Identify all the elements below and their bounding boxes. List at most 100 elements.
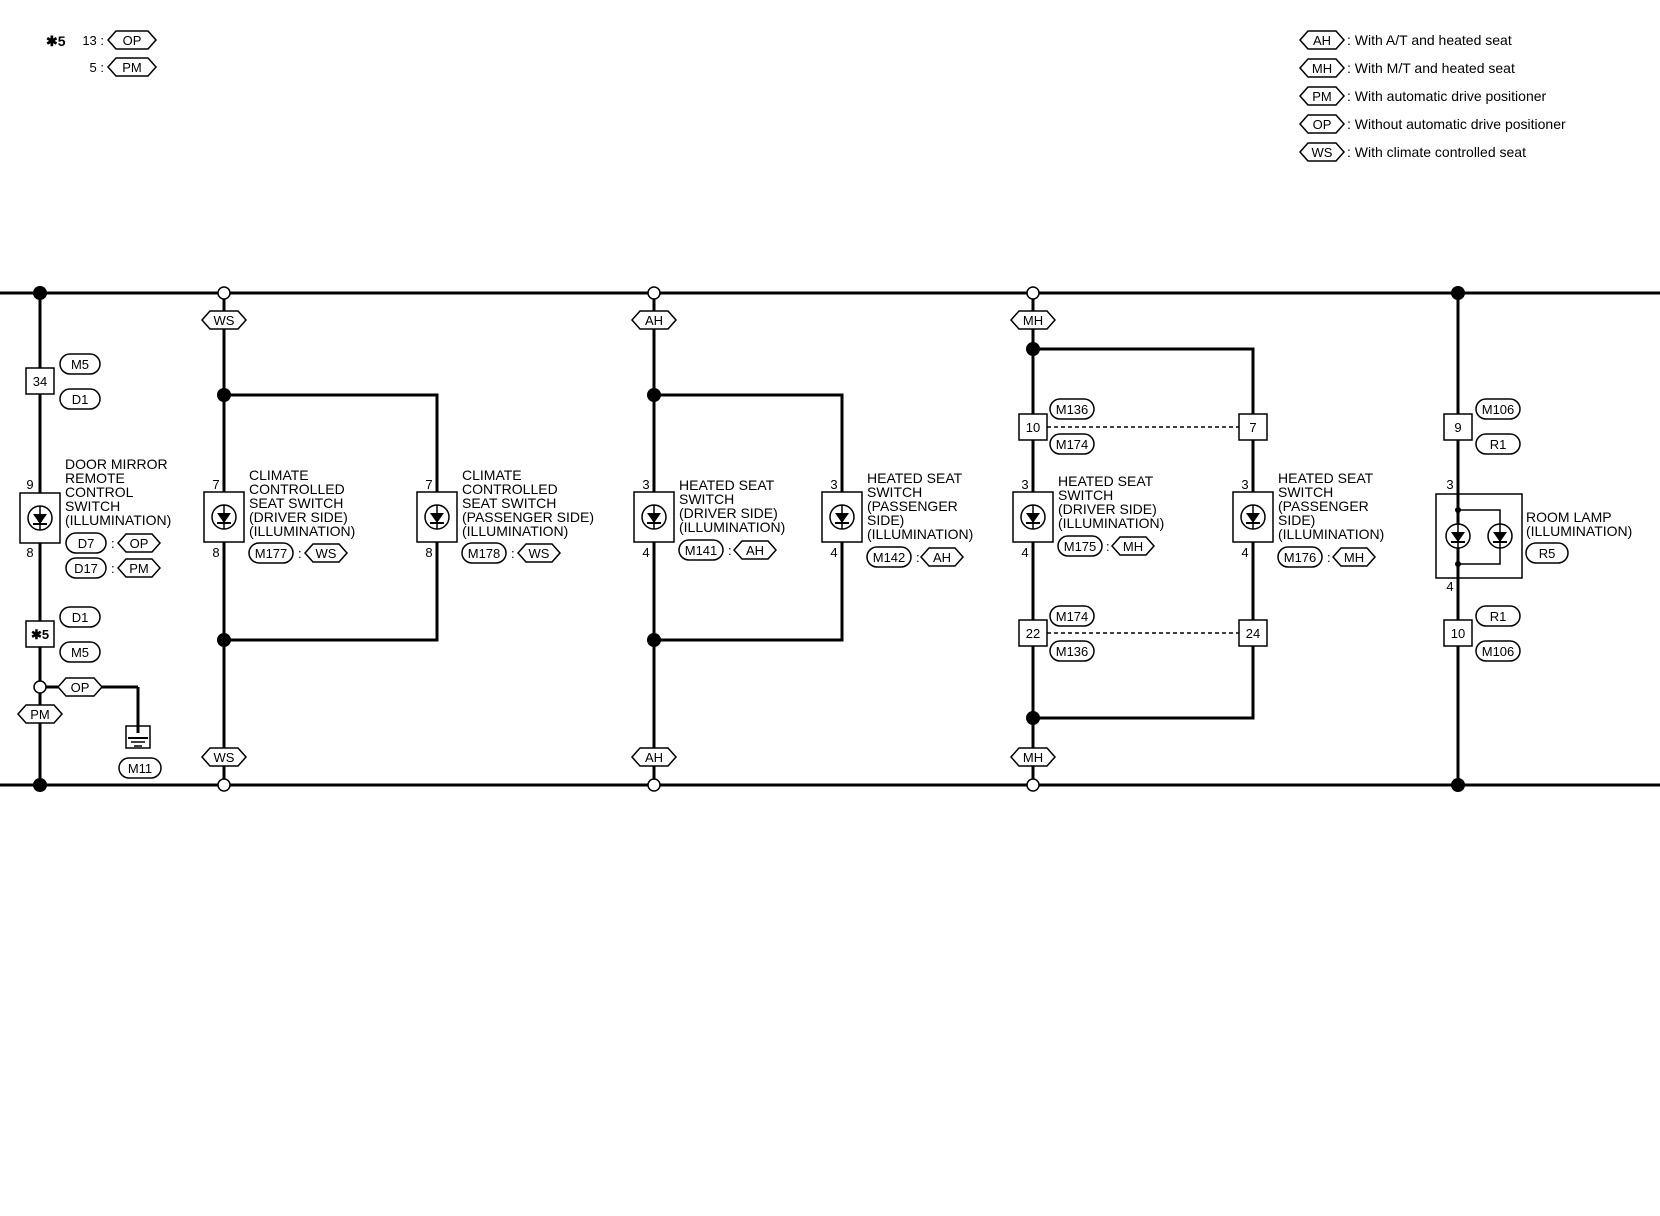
heated-seat-driver-ah-label: HEATED SEAT SWITCH (DRIVER SIDE) (ILLUMI… <box>679 477 785 535</box>
heated-seat-passenger-ah-label: HEATED SEAT SWITCH (PASSENGER SIDE) (ILL… <box>867 470 973 542</box>
option-code: AH <box>933 550 951 565</box>
svg-text:HEATED SEAT: HEATED SEAT <box>1058 473 1154 489</box>
svg-text:SIDE): SIDE) <box>867 512 904 528</box>
connector-id-oval <box>866 546 912 568</box>
svg-text:SEAT SWITCH: SEAT SWITCH <box>249 495 343 511</box>
option-hex <box>303 543 349 563</box>
svg-text:CONTROLLED: CONTROLLED <box>249 481 345 497</box>
pin-number: 3 <box>642 477 649 492</box>
option-hex <box>1331 547 1377 567</box>
svg-text:SEAT SWITCH: SEAT SWITCH <box>462 495 556 511</box>
climate-seat-switch-driver-box <box>203 491 245 543</box>
connector-box <box>1018 413 1048 441</box>
connector-id: D1 <box>72 392 89 407</box>
svg-text:DOOR MIRROR: DOOR MIRROR <box>65 456 168 472</box>
svg-text:HEATED SEAT: HEATED SEAT <box>867 470 963 486</box>
option-hex <box>1009 747 1057 767</box>
option-code: MH <box>1344 550 1364 565</box>
connector-id: M141 <box>685 543 718 558</box>
splice-open <box>647 286 661 300</box>
heated-seat-driver-mh-label: HEATED SEAT SWITCH (DRIVER SIDE) (ILLUMI… <box>1058 473 1164 531</box>
pin-number: 9 <box>26 477 33 492</box>
svg-text:: With A/T and heated seat: : With A/T and heated seat <box>1347 32 1512 48</box>
splice-open <box>217 286 231 300</box>
option-code: WS <box>214 313 235 328</box>
option-note: ✱5 13 : OP 5 : PM <box>46 30 158 77</box>
connector-id: M106 <box>1482 402 1515 417</box>
note-row-2-num: 5 : <box>90 60 104 75</box>
pin-number: 8 <box>26 545 33 560</box>
option-code: MH <box>1123 539 1143 554</box>
connector-id-oval <box>59 388 101 410</box>
connector-id: M106 <box>1482 644 1515 659</box>
connector-box <box>1238 619 1268 647</box>
option-code: OP <box>130 536 149 551</box>
option-hex <box>200 747 248 767</box>
connector-id-oval <box>59 606 101 628</box>
option-code: WS <box>529 546 550 561</box>
connector-id: R1 <box>1490 609 1507 624</box>
connector-id-oval <box>461 542 507 564</box>
pin-number: 7 <box>425 477 432 492</box>
pin-number: 8 <box>425 545 432 560</box>
svg-text:SWITCH: SWITCH <box>679 491 734 507</box>
connector-id: M142 <box>873 550 906 565</box>
connector-id-oval <box>59 641 101 663</box>
colon: : <box>111 536 115 551</box>
connector-number: 34 <box>33 374 47 389</box>
option-hex <box>732 540 778 560</box>
svg-text:PM: PM <box>1312 89 1332 104</box>
option-hex <box>200 310 248 330</box>
svg-text:HEATED SEAT: HEATED SEAT <box>679 477 775 493</box>
splice-open <box>1026 778 1040 792</box>
svg-text:CONTROLLED: CONTROLLED <box>462 481 558 497</box>
colon: : <box>511 546 515 561</box>
connector-number: 24 <box>1246 626 1260 641</box>
connector-id: M174 <box>1056 437 1089 452</box>
connector-id: M136 <box>1056 402 1089 417</box>
connector-id-oval <box>248 542 294 564</box>
lamp-icon <box>424 504 450 530</box>
svg-text:(DRIVER SIDE): (DRIVER SIDE) <box>249 509 348 525</box>
option-code: MH <box>1023 750 1043 765</box>
connector-id-oval <box>1057 535 1103 557</box>
pin-number: 4 <box>1021 545 1028 560</box>
option-code: AH <box>645 313 663 328</box>
svg-text:(PASSENGER: (PASSENGER <box>1278 498 1369 514</box>
legend-item-mh: MH : With M/T and heated seat <box>1298 58 1515 78</box>
connector-id: M178 <box>468 546 501 561</box>
svg-text:MH: MH <box>1312 61 1332 76</box>
svg-text:(ILLUMINATION): (ILLUMINATION) <box>1058 515 1164 531</box>
svg-text:(ILLUMINATION): (ILLUMINATION) <box>462 523 568 539</box>
legend-item-ah: AH : With A/T and heated seat <box>1298 30 1512 50</box>
svg-text:CONTROL: CONTROL <box>65 484 134 500</box>
option-hex <box>116 558 162 578</box>
option-hex <box>1009 310 1057 330</box>
svg-text:(ILLUMINATION): (ILLUMINATION) <box>1278 526 1384 542</box>
svg-text:ROOM LAMP: ROOM LAMP <box>1526 509 1612 525</box>
option-hex <box>56 677 104 697</box>
connector-id-oval <box>1049 640 1095 662</box>
connector-box <box>1443 413 1473 441</box>
connector-id: M174 <box>1056 609 1089 624</box>
connector-number: 7 <box>1249 420 1256 435</box>
svg-text:(PASSENGER SIDE): (PASSENGER SIDE) <box>462 509 594 525</box>
connector-id-oval <box>1277 546 1323 568</box>
svg-text:CLIMATE: CLIMATE <box>249 467 309 483</box>
pin-number: 3 <box>1021 477 1028 492</box>
door-mirror-circuit: 34 M5 D1 9 8 DOOR MIRROR REMOTE CONTROL … <box>16 286 171 792</box>
note-row-1-hex <box>106 30 158 50</box>
heated-seat-passenger-mh-label: HEATED SEAT SWITCH (PASSENGER SIDE) (ILL… <box>1278 470 1384 542</box>
legend: AH : With A/T and heated seat MH : With … <box>1298 30 1566 162</box>
svg-text:(ILLUMINATION): (ILLUMINATION) <box>249 523 355 539</box>
svg-text:WS: WS <box>1312 145 1333 160</box>
climate-seat-passenger-label: CLIMATE CONTROLLED SEAT SWITCH (PASSENGE… <box>462 467 594 539</box>
connector-id-oval <box>1049 605 1095 627</box>
svg-text:AH: AH <box>1313 33 1331 48</box>
splice-open <box>647 778 661 792</box>
connector-id: D7 <box>78 536 95 551</box>
lamp-icon <box>829 504 855 530</box>
connector-id: D1 <box>72 610 89 625</box>
note-star-label: ✱5 <box>46 33 66 49</box>
